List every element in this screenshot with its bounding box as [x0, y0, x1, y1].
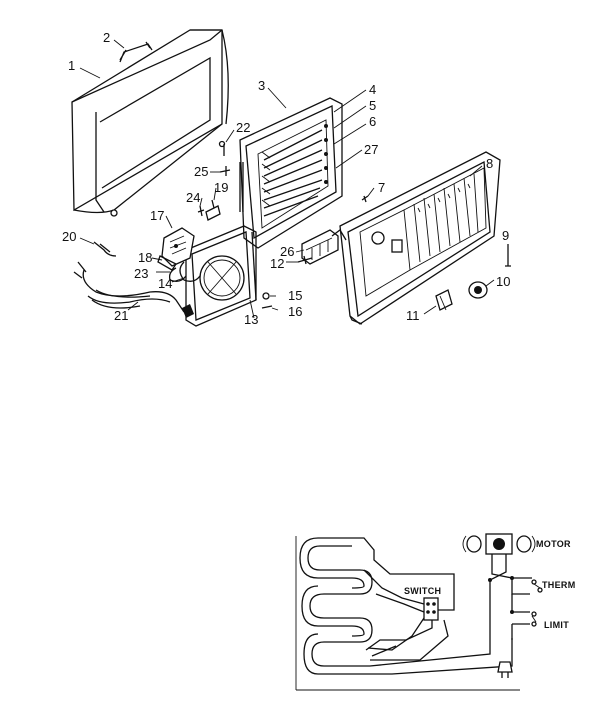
- label-part-4: 4: [369, 82, 376, 97]
- switch-label: SWITCH: [404, 586, 441, 596]
- limit-label: LIMIT: [544, 620, 569, 630]
- cabinet-part-1: [71, 29, 229, 217]
- label-part-27: 27: [364, 142, 378, 157]
- label-part-16: 16: [288, 304, 302, 319]
- screw-part-24: [197, 205, 205, 217]
- switch-block: [423, 597, 439, 621]
- label-part-24: 24: [186, 190, 200, 205]
- label-part-13: 13: [244, 312, 258, 327]
- cord-part-21: [73, 261, 194, 318]
- grille-part-8: [339, 151, 501, 325]
- label-part-8: 8: [486, 156, 493, 171]
- label-part-10: 10: [496, 274, 510, 289]
- part-number-labels: 1 2 3 4 5 6 7 8 9 10 11 12 13 14 15 16 1…: [62, 30, 510, 327]
- motor-label: MOTOR: [536, 539, 571, 549]
- screw-part-12: [297, 255, 313, 265]
- limit-symbol: [531, 611, 537, 627]
- label-part-18: 18: [138, 250, 152, 265]
- label-part-9: 9: [502, 228, 509, 243]
- bracket-part-19: [205, 199, 221, 221]
- handle-part-2: [119, 41, 153, 63]
- label-part-1: 1: [68, 58, 75, 73]
- label-part-3: 3: [258, 78, 265, 93]
- label-part-22: 22: [236, 120, 250, 135]
- label-part-12: 12: [270, 256, 284, 271]
- plug-symbol: [497, 661, 513, 678]
- label-part-14: 14: [158, 276, 172, 291]
- label-part-2: 2: [103, 30, 110, 45]
- limit-part-18: [157, 255, 177, 271]
- label-part-20: 20: [62, 229, 76, 244]
- knob-part-10: [468, 281, 488, 299]
- terminal-part-26: [301, 229, 347, 265]
- motor-part-14: [179, 261, 201, 282]
- screw-part-25: [219, 166, 231, 176]
- element-frame-part-3: [239, 97, 343, 249]
- motor-symbol: [462, 533, 536, 555]
- label-part-6: 6: [369, 114, 376, 129]
- thermostat-part-17: [161, 227, 195, 267]
- wiring-diagram: SWITCH MOTOR THERM: [295, 533, 576, 691]
- screw-part-7: [361, 195, 369, 203]
- label-part-25: 25: [194, 164, 208, 179]
- leader-lines: [79, 39, 495, 319]
- label-part-21: 21: [114, 308, 128, 323]
- heating-coil: [307, 545, 373, 667]
- label-part-17: 17: [150, 208, 164, 223]
- label-part-5: 5: [369, 98, 376, 113]
- therm-symbol: [531, 579, 543, 593]
- label-part-19: 19: [214, 180, 228, 195]
- label-part-11: 11: [406, 308, 420, 323]
- label-part-26: 26: [280, 244, 294, 259]
- nut-part-15: [262, 292, 270, 300]
- switch-part-11: [435, 289, 453, 311]
- therm-label: THERM: [542, 580, 576, 590]
- label-part-15: 15: [288, 288, 302, 303]
- wire-part-20: [93, 241, 117, 257]
- label-part-23: 23: [134, 266, 148, 281]
- screw-part-9: [505, 244, 511, 267]
- fan-housing-part-13: [185, 225, 257, 327]
- label-part-7: 7: [378, 180, 385, 195]
- washer-part-16: [261, 305, 273, 309]
